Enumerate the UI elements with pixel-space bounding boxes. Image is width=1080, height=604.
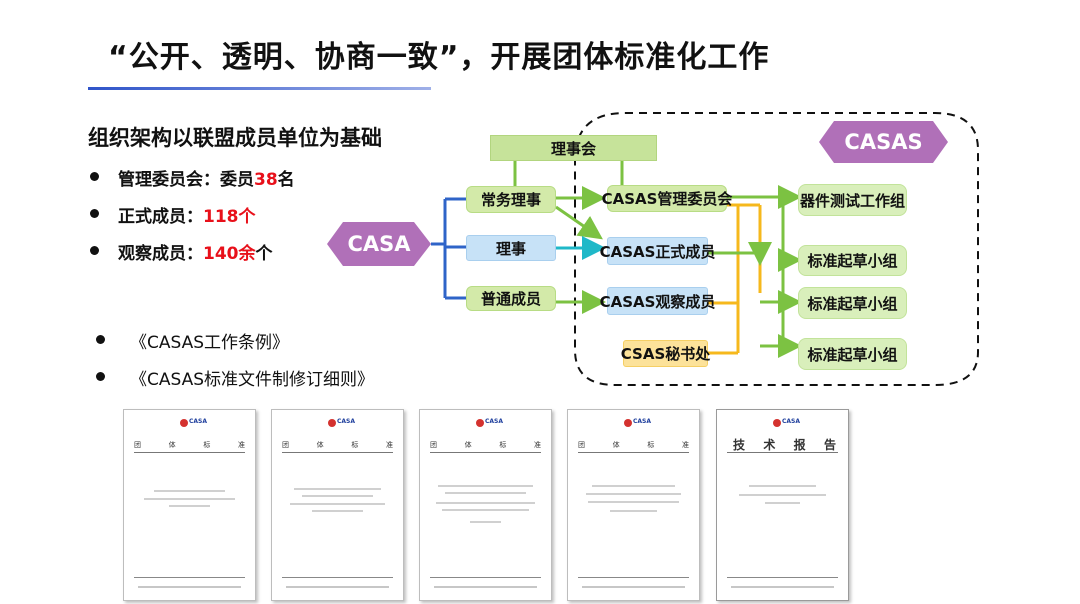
page-title: “公开、透明、协商一致”，开展团体标准化工作	[108, 40, 770, 75]
orange-lines	[708, 203, 762, 355]
casa-hexagon	[327, 222, 431, 266]
casas-label: CASAS	[844, 130, 923, 154]
ordinary-member-box: 普通成员	[466, 286, 556, 311]
casa-branch-lines	[431, 197, 466, 300]
bullet-dot	[90, 209, 99, 218]
document-header: 团体标准	[430, 441, 541, 449]
casa-logo-icon: CASA	[180, 418, 207, 430]
bullet-dot	[96, 335, 105, 344]
casas-observer-members-box: CASAS观察成员	[600, 287, 715, 315]
drafting-group-box-2: 标准起草小组	[798, 287, 907, 319]
document-header: 团体标准	[282, 441, 393, 449]
casas-management-committee-box: CASAS管理委员会	[602, 185, 732, 212]
standard-document-thumbnail: CASA 团体标准	[419, 409, 552, 601]
stat-formal-members: 正式成员：118个	[90, 202, 256, 227]
casa-label: CASA	[347, 232, 411, 256]
standing-director-box: 常务理事	[466, 186, 556, 213]
casa-logo-icon: CASA	[328, 418, 355, 430]
document-header: 技术报告	[733, 438, 836, 452]
standard-document-thumbnail: CASA 团体标准	[123, 409, 256, 601]
csas-secretariat-box: CSAS秘书处	[621, 340, 710, 367]
technical-report-thumbnail: CASA 技术报告	[716, 409, 849, 601]
doc-item-rules: 《CASAS标准文件制修订细则》	[96, 365, 374, 390]
document-header: 团体标准	[134, 441, 245, 449]
group-lines	[708, 185, 802, 358]
casas-formal-members-box: CASAS正式成员	[600, 237, 715, 265]
council-box: 理事会	[490, 135, 657, 161]
council-lines	[513, 160, 624, 186]
stat-observer-members: 观察成员：140余个	[90, 239, 273, 264]
title-underline	[88, 87, 431, 90]
doc-item-regulations: 《CASAS工作条例》	[96, 328, 289, 353]
standard-document-thumbnail: CASA 团体标准	[567, 409, 700, 601]
director-box: 理事	[466, 235, 556, 261]
bullet-dot	[90, 246, 99, 255]
stat-committee: 管理委员会：委员38名	[90, 165, 295, 190]
bullet-dot	[90, 172, 99, 181]
standard-document-thumbnail: CASA 团体标准	[271, 409, 404, 601]
casa-logo-icon: CASA	[773, 418, 800, 430]
casa-logo-icon: CASA	[624, 418, 651, 430]
device-test-group-box: 器件测试工作组	[798, 184, 907, 216]
drafting-group-box-3: 标准起草小组	[798, 338, 907, 370]
document-header: 团体标准	[578, 441, 689, 449]
casa-logo-icon: CASA	[476, 418, 503, 430]
drafting-group-box-1: 标准起草小组	[798, 245, 907, 276]
bullet-dot	[96, 372, 105, 381]
casas-hexagon	[819, 121, 948, 163]
section-subtitle: 组织架构以联盟成员单位为基础	[88, 126, 382, 150]
